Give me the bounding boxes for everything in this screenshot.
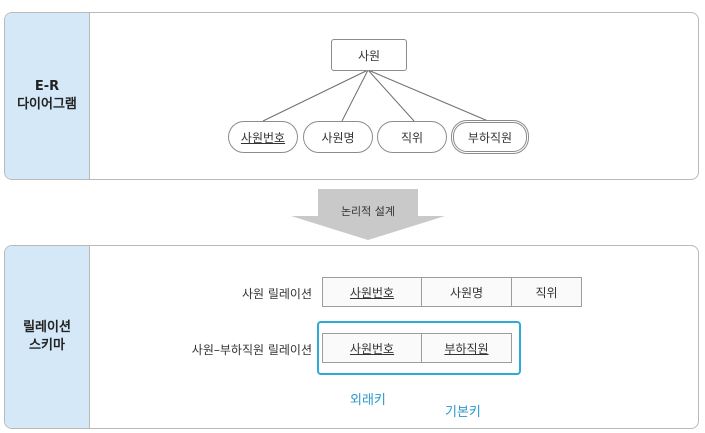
attribute-employee-name: 사원명 (303, 121, 373, 153)
attribute-employee-no: 사원번호 (228, 121, 298, 153)
column-employee-name: 사원명 (421, 277, 512, 307)
column-subordinate: 부하직원 (421, 333, 512, 363)
entity-employee: 사원 (331, 39, 407, 71)
relation-name-employee: 사원 릴레이션 (241, 287, 312, 301)
relation-schema-label: 릴레이션 스키마 (5, 246, 90, 428)
primary-key-note: 기본키 (445, 405, 481, 420)
foreign-key-note: 외래키 (350, 393, 386, 408)
edge-to-employee-no (262, 69, 369, 122)
edge-to-position (367, 69, 415, 122)
table-employee: 사원번호 사원명 직위 (322, 277, 582, 307)
relation-name-employee-subordinate: 사원–부하직원 릴레이션 (191, 343, 312, 357)
column-position: 직위 (511, 277, 582, 307)
column-employee-no-fk: 사원번호 (322, 333, 422, 363)
column-employee-no: 사원번호 (322, 277, 422, 307)
attribute-subordinate-multivalued: 부하직원 (451, 120, 529, 154)
attribute-position: 직위 (377, 121, 447, 153)
edge-to-subordinate (367, 69, 489, 122)
er-diagram-label: E-R 다이어그램 (5, 13, 90, 179)
edge-to-employee-name (341, 69, 369, 122)
transition-arrow (291, 189, 445, 240)
table-employee-subordinate: 사원번호 부하직원 (322, 333, 512, 363)
primary-key-highlight-box (317, 321, 521, 375)
transition-label: 논리적 설계 (340, 205, 396, 218)
